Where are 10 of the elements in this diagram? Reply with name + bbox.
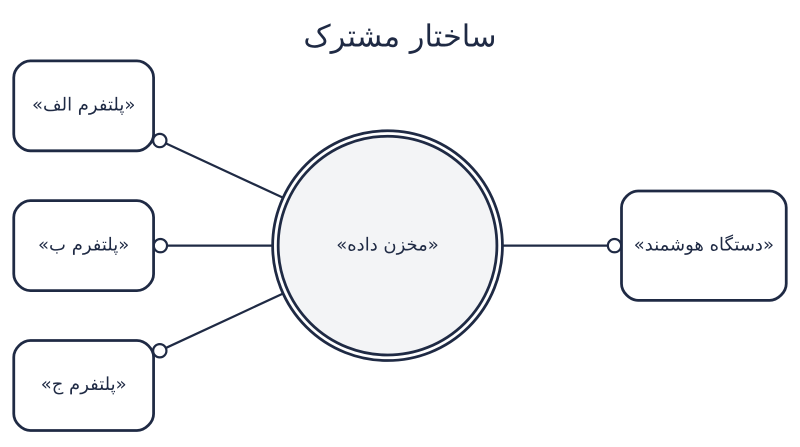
connector bbox=[152, 132, 284, 199]
connector bbox=[152, 238, 272, 254]
connector bbox=[152, 292, 284, 359]
diagram-title: ساختار مشترک bbox=[303, 19, 497, 54]
node-box: «پلتفرم الف» bbox=[12, 59, 155, 152]
node-box: «پلتفرم ب» bbox=[12, 199, 155, 292]
node-box: «دستگاه هوشمند» bbox=[620, 190, 788, 302]
connector bbox=[502, 238, 622, 254]
node-box: «پلتفرم ج» bbox=[12, 339, 155, 432]
node-circle: «مخزن داده» bbox=[271, 129, 504, 362]
